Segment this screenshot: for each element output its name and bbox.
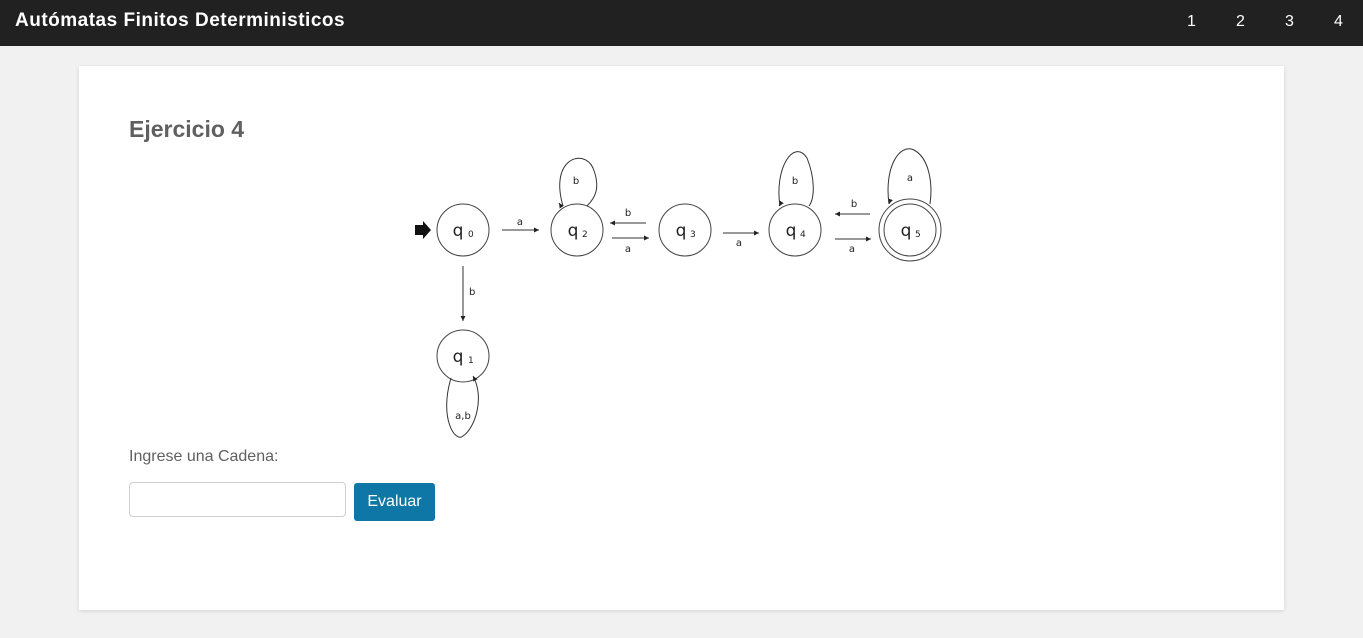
start-arrow-icon — [415, 221, 431, 239]
label-q4-loop: b — [792, 176, 798, 187]
transition-q5-loop — [887, 148, 932, 205]
evaluate-button[interactable]: Evaluar — [354, 483, 435, 521]
automaton-diagram: q 0 q 1 q 2 q 3 q 4 q 5 — [415, 148, 942, 438]
label-q3-q4: a — [736, 238, 742, 249]
string-input[interactable] — [129, 482, 346, 517]
label-q4-q5: a — [849, 244, 855, 255]
nav-link-3[interactable]: 3 — [1285, 13, 1294, 30]
state-index: 3 — [690, 230, 696, 240]
state-index: 4 — [800, 230, 806, 240]
state-q2: q 2 — [550, 203, 604, 257]
state-letter: q — [568, 221, 579, 241]
state-letter: q — [453, 221, 464, 241]
transition-q1-loop — [446, 375, 479, 438]
label-q5-q4: b — [851, 199, 857, 210]
nav-link-4[interactable]: 4 — [1334, 13, 1343, 30]
state-index: 2 — [582, 230, 588, 240]
label-q0-q2: a — [517, 217, 523, 228]
state-q4: q 4 — [768, 203, 822, 257]
state-letter: q — [786, 221, 797, 241]
label-q2-q3: a — [625, 244, 631, 255]
transition-q2-loop — [559, 157, 598, 207]
state-index: 1 — [468, 356, 474, 366]
label-q2-loop: b — [573, 176, 579, 187]
state-letter: q — [901, 221, 912, 241]
state-index: 5 — [915, 230, 921, 240]
app-title: Autómatas Finitos Deterministicos — [15, 10, 346, 31]
transition-q4-loop — [778, 151, 814, 207]
exercise-card: Ejercicio 4 q 0 q 1 q 2 q 3 — [79, 66, 1284, 610]
nav-link-1[interactable]: 1 — [1187, 13, 1196, 30]
state-q1: q 1 — [436, 329, 490, 383]
nav-links: 1 2 3 4 — [1167, 0, 1363, 46]
top-navbar: Autómatas Finitos Deterministicos 1 2 3 … — [0, 0, 1363, 46]
state-q0: q 0 — [436, 203, 490, 257]
exercise-title: Ejercicio 4 — [129, 116, 245, 142]
input-prompt: Ingrese una Cadena: — [129, 448, 279, 465]
state-letter: q — [453, 347, 464, 367]
label-q3-q2: b — [625, 208, 631, 219]
nav-link-2[interactable]: 2 — [1236, 13, 1245, 30]
label-q5-loop: a — [907, 173, 913, 184]
state-q3: q 3 — [658, 203, 712, 257]
state-q5-accept: q 5 — [878, 198, 942, 262]
state-letter: q — [676, 221, 687, 241]
state-index: 0 — [468, 230, 474, 240]
label-q0-q1: b — [469, 287, 475, 298]
label-q1-loop: a,b — [455, 411, 471, 422]
